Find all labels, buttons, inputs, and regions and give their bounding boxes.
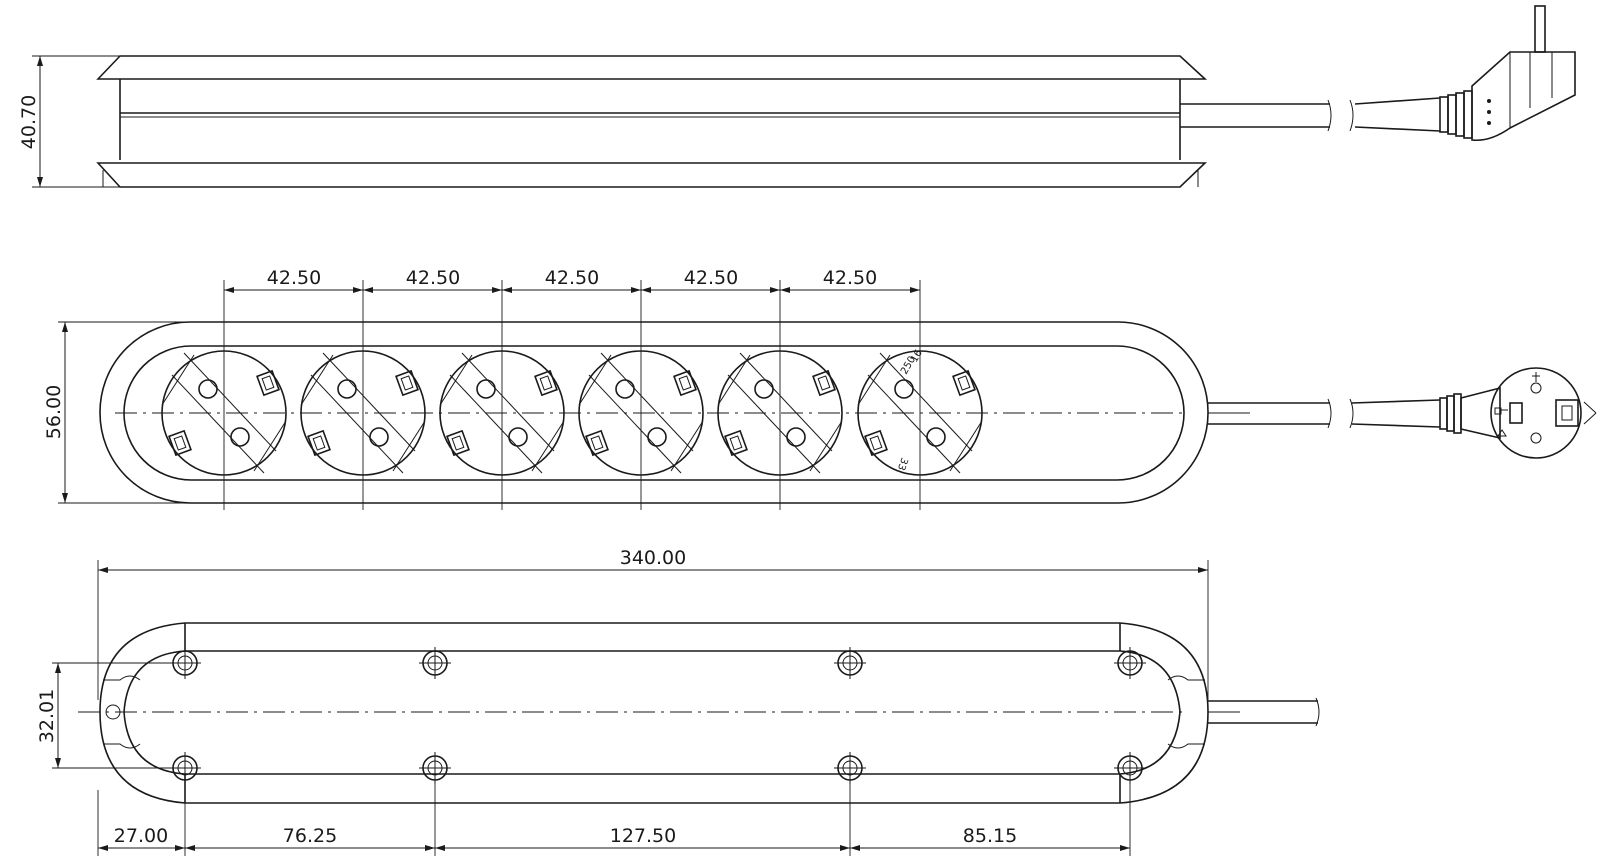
earth-clip [952,369,976,397]
hole-spacing-label: 32.01 [36,689,58,743]
socket-1 [161,350,287,476]
pin-hole [476,379,496,399]
socket-6 [857,350,983,476]
earth-clip [446,429,470,457]
pin-hole [894,379,914,399]
earth-clip [585,429,609,457]
pin-hole [647,427,667,447]
earth-clip [395,369,419,397]
screw-holes [169,647,1146,784]
pitch-label-1: 42.50 [267,267,321,289]
socket-outline [161,350,287,476]
earth-clip [864,429,888,457]
pin-hole [786,427,806,447]
screw-hole [169,647,201,679]
socket-5 [717,350,843,476]
dim-label-27: 27.00 [114,825,168,847]
screw-hole [834,647,866,679]
earth-clip [724,429,748,457]
socket-outline [439,350,565,476]
screw-hole [419,647,451,679]
socket-4 [578,350,704,476]
plug-face-top [1439,367,1597,459]
screw-hole [1114,647,1146,679]
pin-hole [754,379,774,399]
width-label: 56.00 [43,385,65,439]
dim-label-127: 127.50 [610,825,676,847]
pitch-label-2: 42.50 [406,267,460,289]
dim-label-85: 85.15 [963,825,1017,847]
top-view: 42.50 42.50 42.50 42.50 42.50 56.00 1625… [43,267,1597,510]
earth-clip [256,369,280,397]
angled-plug-side [1439,5,1576,142]
side-view: 40.70 [18,5,1576,188]
earth-clip [673,369,697,397]
pitch-label-4: 42.50 [684,267,738,289]
socket-outline [578,350,704,476]
earth-clip [168,429,192,457]
side-height-label: 40.70 [18,95,40,149]
pin-hole [198,379,218,399]
socket-3 [439,350,565,476]
dim-label-76: 76.25 [283,825,337,847]
pitch-label-5: 42.50 [823,267,877,289]
socket-outline [857,350,983,476]
pin-hole [508,427,528,447]
bottom-view: 340.00 32.01 27. [36,547,1320,856]
overall-length-label: 340.00 [620,547,686,569]
socket-outline [717,350,843,476]
pin-hole [230,427,250,447]
pin-hole [615,379,635,399]
socket-marking-33: 33 [895,456,910,472]
pin-hole [369,427,389,447]
socket-pitch-dimensions: 42.50 42.50 42.50 42.50 42.50 [223,267,921,510]
earth-clip [812,369,836,397]
socket-2 [300,350,426,476]
pin-hole [337,379,357,399]
pin-hole [926,427,946,447]
socket-outline [300,350,426,476]
earth-clip [307,429,331,457]
earth-clip [534,369,558,397]
pitch-label-3: 42.50 [545,267,599,289]
